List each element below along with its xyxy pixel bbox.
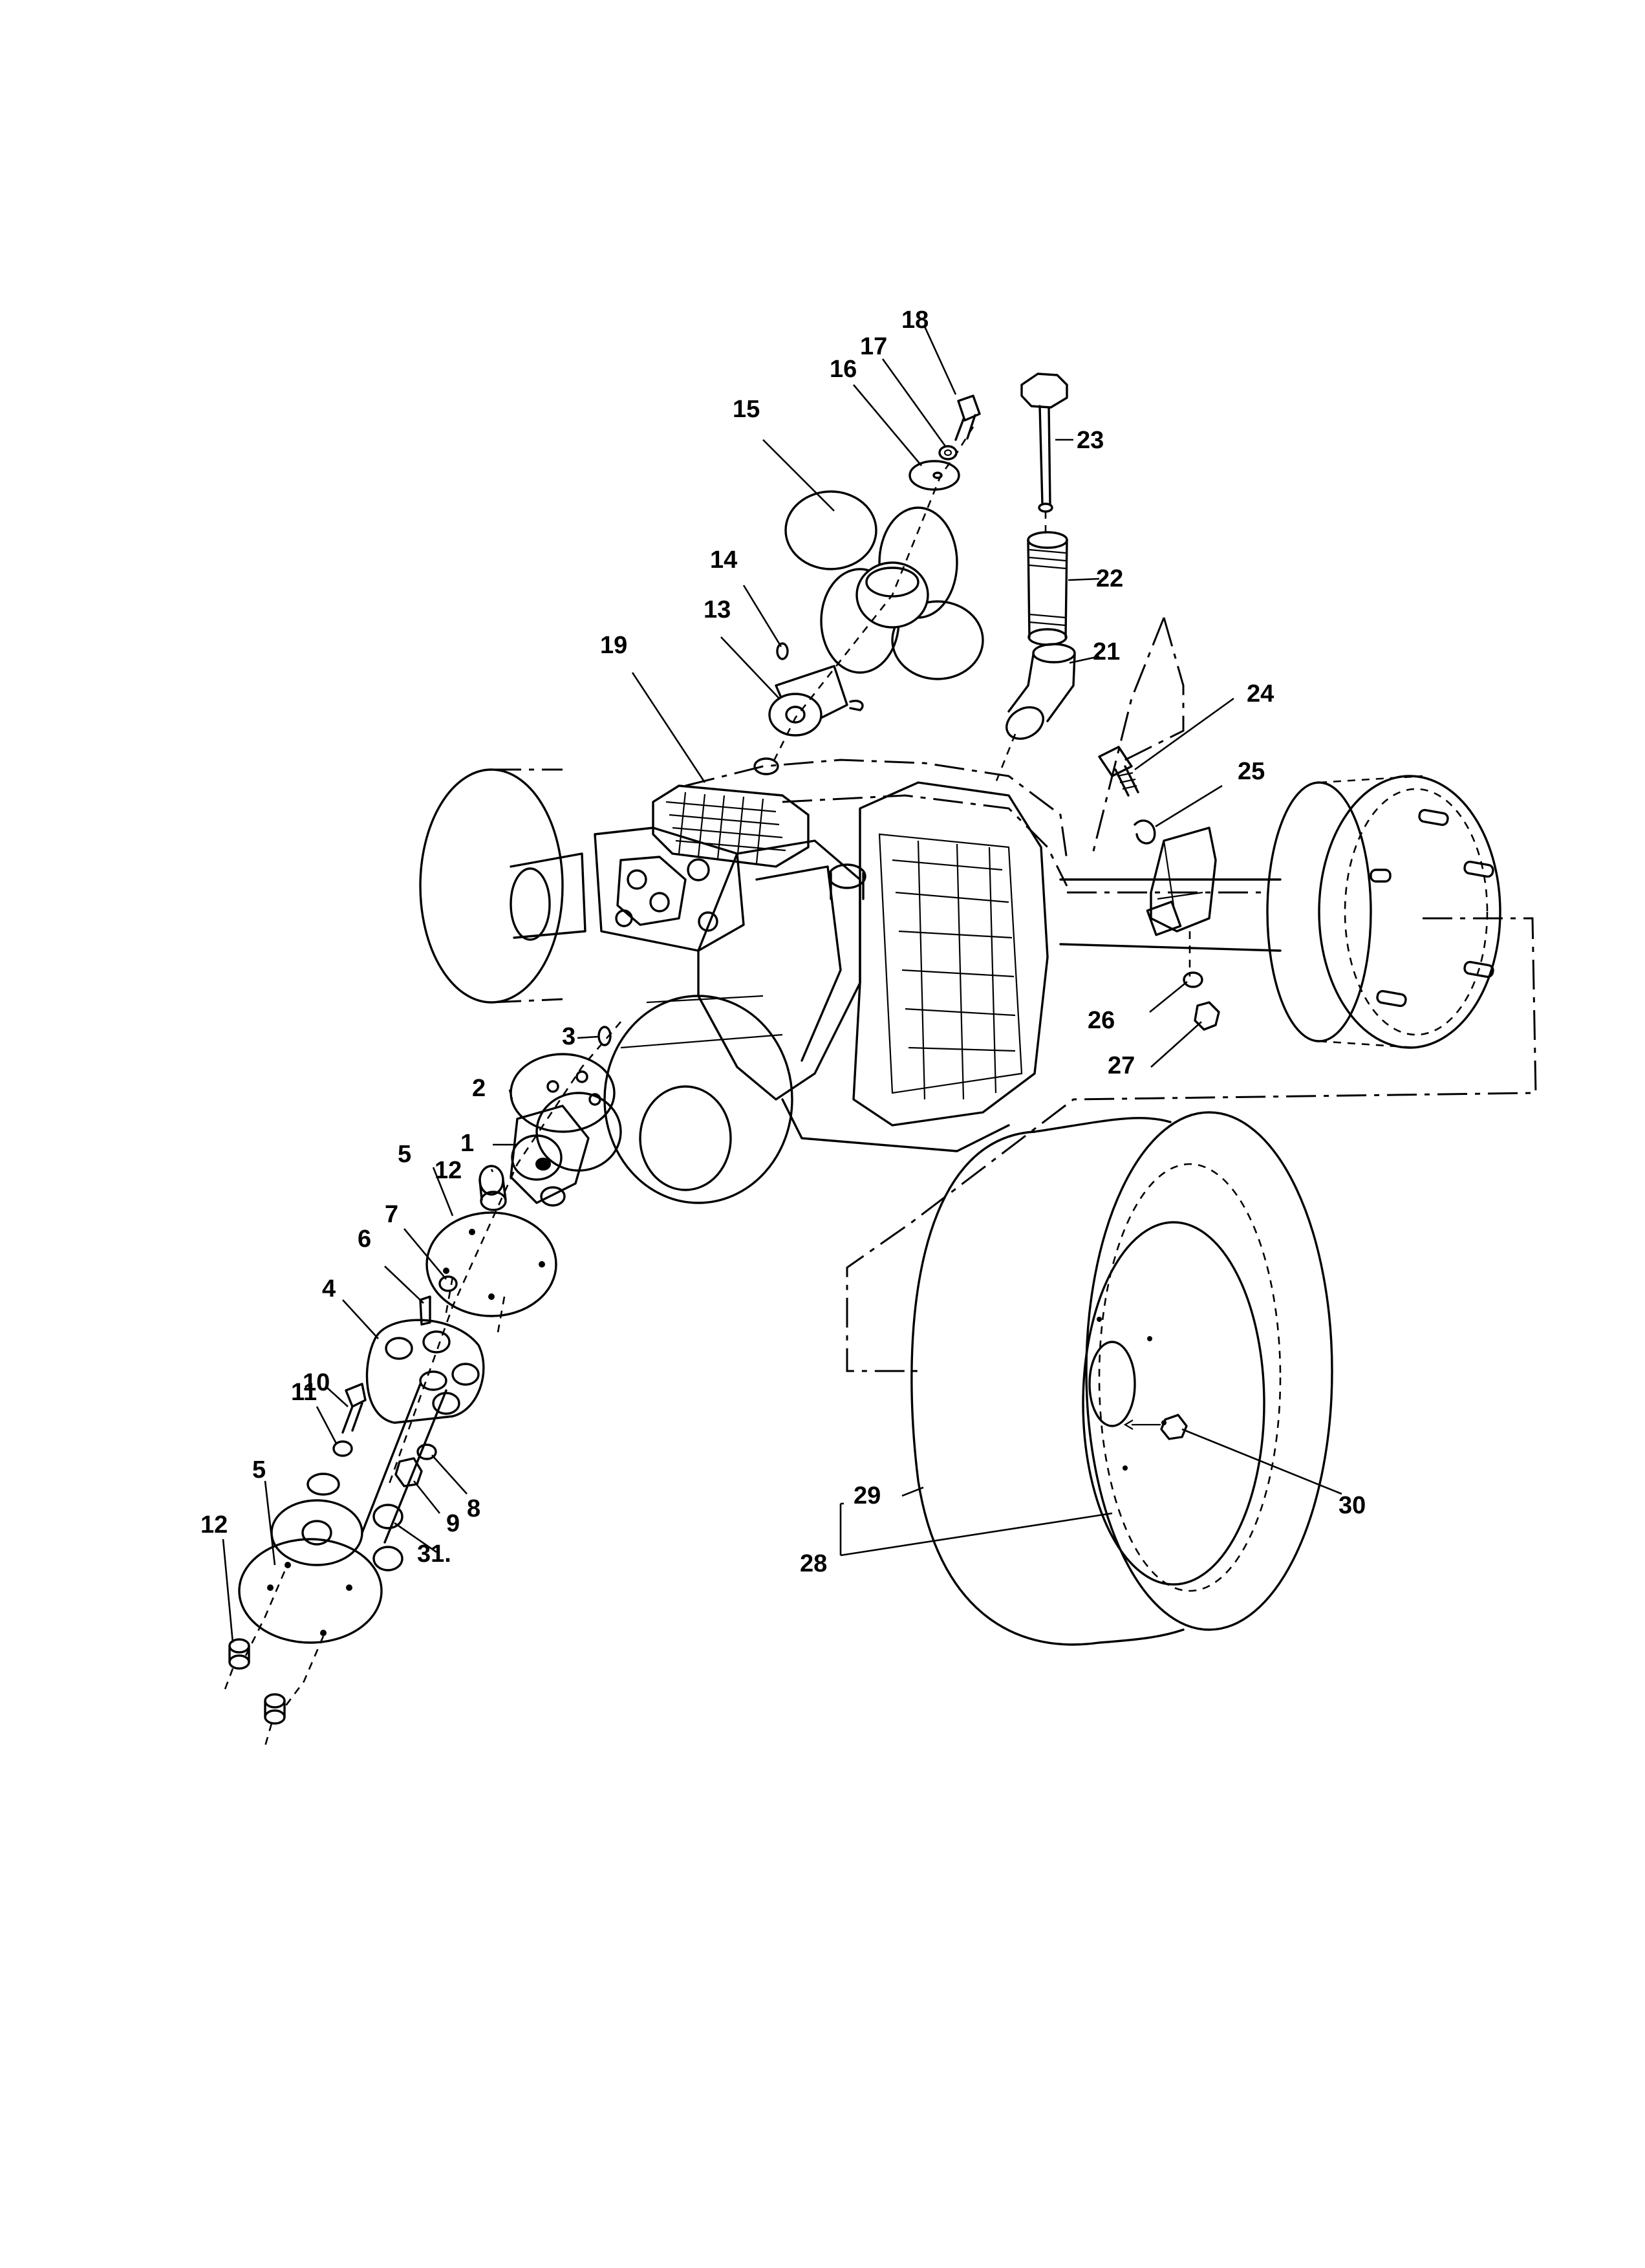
- callout-15: 15: [733, 396, 760, 423]
- callout-24: 24: [1247, 680, 1274, 707]
- callout-25: 25: [1238, 758, 1265, 785]
- callout-13: 13: [704, 596, 731, 623]
- callout-12-lower: 12: [200, 1511, 228, 1539]
- callout-2: 2: [472, 1075, 486, 1102]
- callout-28: 28: [800, 1550, 827, 1577]
- callout-8: 8: [467, 1495, 480, 1522]
- callout-labels: 18 17 16 15 14 13 19 23 22 21 24 25 26 2…: [200, 307, 1366, 1577]
- input-drive-stack: [222, 1021, 622, 1747]
- callout-4: 4: [322, 1275, 336, 1302]
- cooling-fan: [753, 394, 984, 775]
- callout-7: 7: [385, 1201, 398, 1228]
- callout-27: 27: [1108, 1052, 1135, 1079]
- callout-31: 31.: [417, 1540, 451, 1568]
- callout-5-upper: 5: [398, 1141, 411, 1168]
- transaxle-housing: [419, 759, 1282, 1204]
- callout-10: 10: [303, 1369, 330, 1396]
- callout-leaders: [222, 326, 1342, 1643]
- callout-21: 21: [1093, 638, 1120, 665]
- callout-26: 26: [1088, 1007, 1115, 1034]
- callout-19: 19: [600, 632, 627, 659]
- axle-bracket: [1091, 617, 1220, 1031]
- callout-18: 18: [901, 307, 929, 334]
- callout-11: 11: [291, 1379, 317, 1406]
- callout-1: 1: [460, 1130, 474, 1157]
- callout-14: 14: [710, 546, 737, 574]
- callout-22: 22: [1096, 565, 1123, 592]
- callout-17: 17: [860, 333, 887, 360]
- callout-12-upper: 12: [435, 1157, 462, 1184]
- callout-5-lower: 5: [252, 1456, 266, 1484]
- callout-3: 3: [562, 1023, 575, 1050]
- callout-30: 30: [1339, 1492, 1366, 1519]
- callout-29: 29: [854, 1482, 881, 1509]
- fill-tube-assembly: [995, 373, 1076, 783]
- tire-assembly: [910, 1111, 1333, 1646]
- callout-23: 23: [1077, 427, 1104, 454]
- callout-16: 16: [830, 356, 857, 383]
- callout-9: 9: [446, 1510, 460, 1537]
- callout-6: 6: [358, 1226, 371, 1253]
- right-wheel-hub: [846, 775, 1537, 1372]
